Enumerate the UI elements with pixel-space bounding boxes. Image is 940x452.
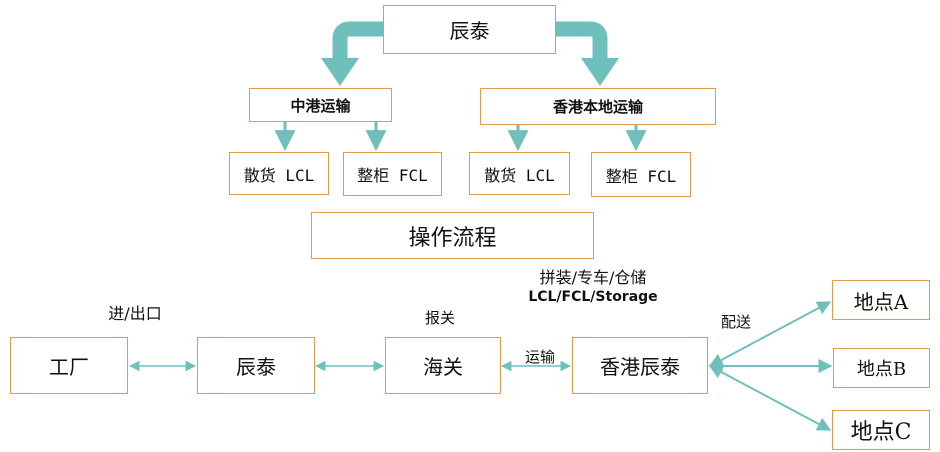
left-fcl-node: 整柜 FCL — [343, 152, 442, 196]
import-export-label: 进/出口 — [108, 304, 162, 323]
root-node: 辰泰 — [383, 5, 556, 54]
right-fcl-node: 整柜 FCL — [591, 152, 691, 197]
root-to-left-branch-arrowhead — [321, 58, 359, 86]
customs-node: 海关 — [385, 337, 501, 394]
right-branch-node: 香港本地运输 — [480, 88, 716, 125]
destination-b: 地点B — [833, 348, 930, 388]
destination-c: 地点C — [832, 410, 930, 450]
left-lcl-node: 散货 LCL — [229, 152, 329, 195]
delivery-arrow-a — [708, 301, 832, 367]
customs-declaration-label: 报关 — [424, 309, 455, 327]
root-to-right-branch-arrowhead — [581, 58, 619, 86]
service-label-en: LCL/FCL/Storage — [528, 289, 658, 305]
root-to-right-branch-arrow — [556, 21, 608, 60]
delivery-arrow-c — [708, 365, 832, 431]
process-title: 操作流程 — [311, 212, 594, 259]
left-branch-node: 中港运输 — [249, 88, 392, 122]
chentai-node: 辰泰 — [197, 337, 315, 394]
transport-label: 运输 — [524, 348, 555, 366]
service-label-cn: 拼装/专车/仓储 — [539, 268, 647, 287]
hk-chentai-node: 香港辰泰 — [572, 337, 708, 394]
destination-a: 地点A — [832, 280, 930, 320]
right-lcl-node: 散货 LCL — [469, 152, 570, 195]
delivery-label: 配送 — [720, 313, 751, 331]
factory-node: 工厂 — [10, 337, 128, 394]
root-to-left-branch-arrow — [332, 21, 383, 60]
